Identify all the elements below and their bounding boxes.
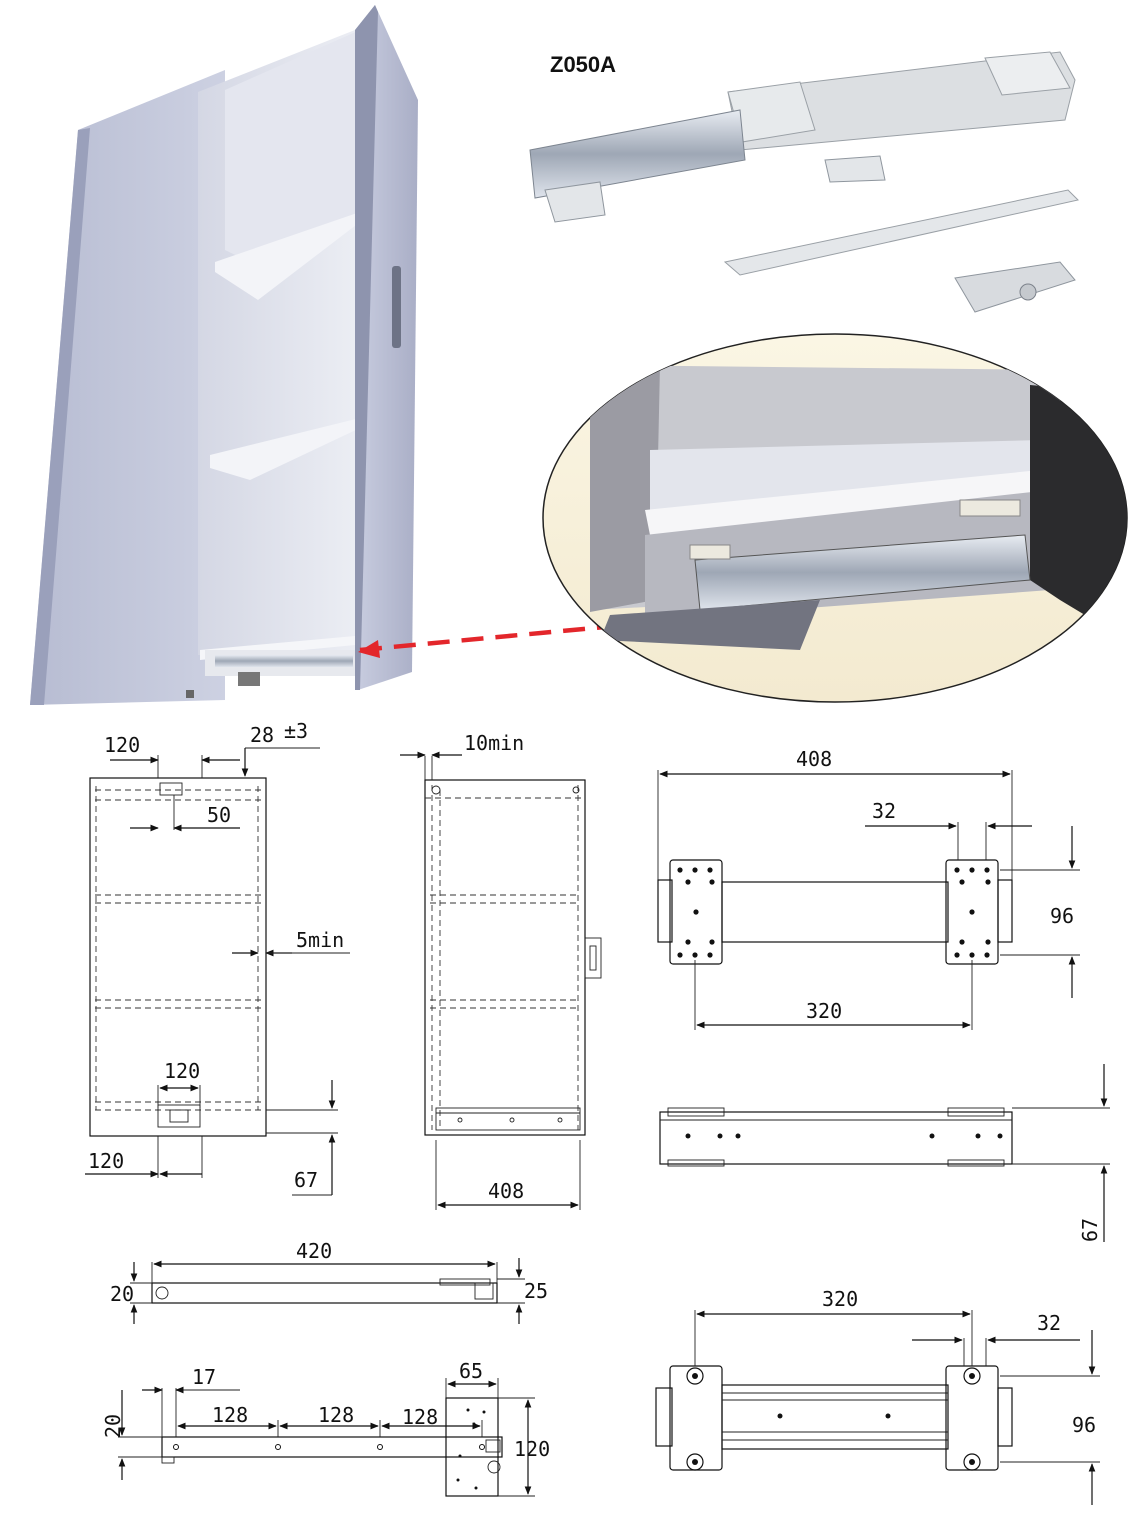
bracket-start-dimension: 17: [192, 1365, 216, 1389]
bracket-spacing-3-dimension: 128: [402, 1405, 438, 1429]
top-height-dimension: 96: [1050, 904, 1074, 928]
rail-view-drawing: 420 20 25: [110, 1239, 548, 1324]
bottom-height-dimension: 96: [1072, 1413, 1096, 1437]
side-assembly-drawing: 67: [659, 1064, 1110, 1242]
front-bottom-slot-dimension: 120: [164, 1059, 200, 1083]
bottom-hole-spacing-dimension: 320: [822, 1287, 858, 1311]
slide-detail-zoom: [542, 333, 1128, 703]
product-photo: [529, 51, 1079, 313]
front-bottom-offset-dimension: 120: [88, 1149, 124, 1173]
side-depth-dimension: 408: [488, 1179, 524, 1203]
front-side-clearance-dimension: 5min: [296, 928, 344, 952]
cabinet-slide-rail: [215, 655, 353, 667]
bottom-plate-width-dimension: 32: [1037, 1311, 1061, 1335]
top-assembly-drawing: 408 32 96 320: [657, 747, 1080, 1030]
bottom-assembly-drawing: 320 32 96: [655, 1287, 1100, 1505]
front-top-offset-tolerance: ±3: [284, 719, 308, 743]
rail-left-height-dimension: 20: [110, 1282, 134, 1306]
bracket-spacing-2-dimension: 128: [318, 1403, 354, 1427]
bracket-view-drawing: 17 128 128 128 20 65 120: [101, 1359, 550, 1497]
top-plate-width-dimension: 32: [872, 799, 896, 823]
side-back-clearance-dimension: 10min: [464, 731, 524, 755]
cabinet-illustration: [30, 5, 701, 705]
front-bottom-height-dimension: 67: [294, 1168, 318, 1192]
front-view-drawing: 120 28 ±3 50 5min 120 120 67: [85, 719, 350, 1196]
door-handle-icon: [392, 266, 401, 348]
rail-length-dimension: 420: [296, 1239, 332, 1263]
front-top-gap-dimension: 120: [104, 733, 140, 757]
bracket-height-dimension: 20: [101, 1414, 125, 1438]
rail-right-height-dimension: 25: [524, 1279, 548, 1303]
bracket-plate-height-dimension: 120: [514, 1437, 550, 1461]
side-assembly-height-dimension: 67: [1078, 1218, 1102, 1242]
front-top-offset-dimension: 28: [250, 723, 274, 747]
bracket-spacing-1-dimension: 128: [212, 1403, 248, 1427]
front-top-inset-dimension: 50: [207, 803, 231, 827]
top-hole-spacing-dimension: 320: [806, 999, 842, 1023]
bracket-plate-width-dimension: 65: [459, 1359, 483, 1383]
model-code-label: Z050A: [550, 52, 616, 77]
side-view-drawing: 10min 408: [400, 731, 602, 1210]
top-length-dimension: 408: [796, 747, 832, 771]
